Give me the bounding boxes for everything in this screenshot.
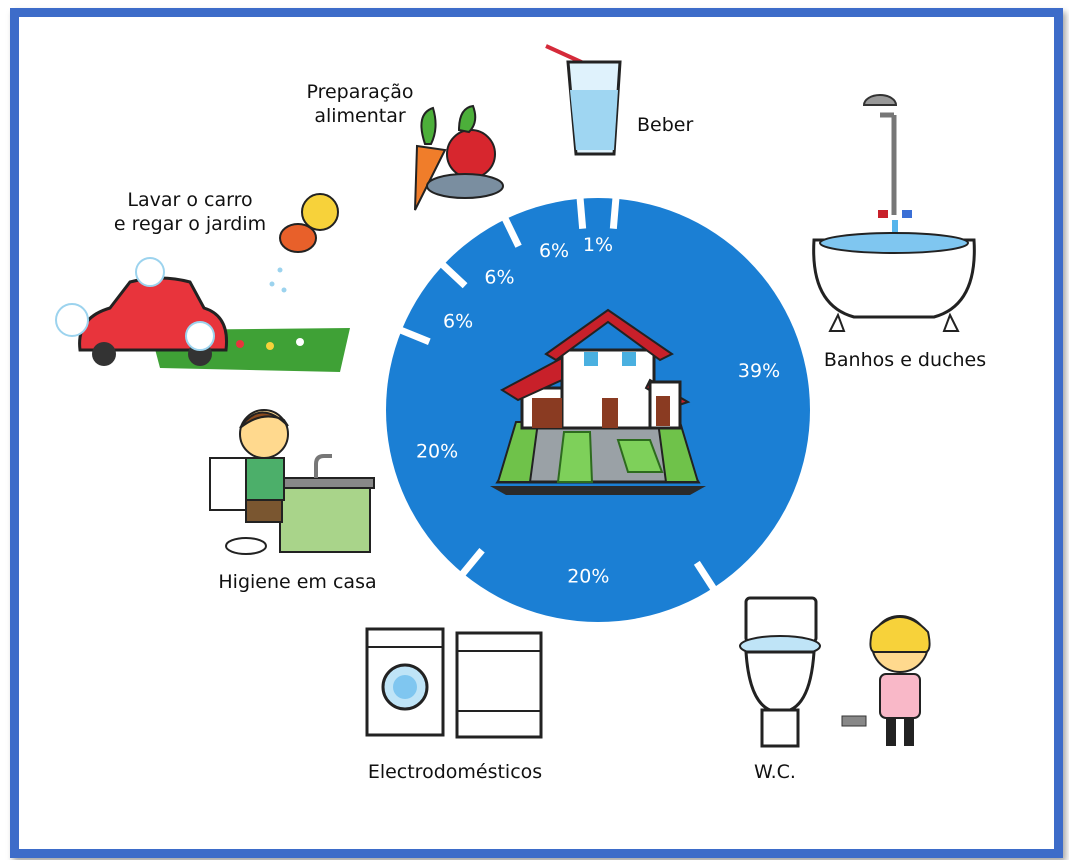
pie-percent-label: 6% bbox=[484, 266, 514, 288]
label-electrodomesticos: Electrodomésticos bbox=[367, 761, 543, 783]
pie-percent-label: 20% bbox=[416, 441, 458, 463]
label-wc: W.C. bbox=[754, 761, 796, 783]
toilet-icon bbox=[739, 596, 931, 748]
pie-percent-label: 1% bbox=[583, 234, 613, 256]
washing-machine-icon bbox=[365, 627, 445, 737]
pie-separator bbox=[458, 548, 485, 578]
pie-separator bbox=[693, 560, 718, 592]
car-garden-icon bbox=[55, 193, 350, 372]
label-banhos-e-duches: Banhos e duches bbox=[823, 349, 987, 371]
pie-separator bbox=[398, 326, 431, 345]
dishwasher-icon bbox=[455, 631, 543, 739]
pie-separator bbox=[609, 196, 620, 229]
label-beber: Beber bbox=[637, 114, 694, 136]
label-higiene-em-casa: Higiene em casa bbox=[218, 571, 377, 593]
pie-percent-label: 6% bbox=[443, 311, 473, 333]
label-preparacao-alimentar: Preparação alimentar bbox=[306, 81, 414, 127]
house-icon bbox=[490, 308, 706, 495]
bathtub-icon bbox=[812, 94, 976, 332]
glass-icon bbox=[545, 44, 622, 156]
sink-icon bbox=[209, 409, 375, 555]
pie-percent-label: 20% bbox=[567, 566, 609, 588]
pie-percent-label: 6% bbox=[539, 240, 569, 262]
label-lavar-o-carro: Lavar o carro e regar o jardim bbox=[113, 189, 267, 235]
pie-separator bbox=[439, 261, 468, 289]
pie-separator bbox=[576, 196, 587, 229]
pie-percent-label: 39% bbox=[738, 360, 780, 382]
vegetables-icon bbox=[414, 104, 504, 211]
pie-separator bbox=[501, 215, 522, 248]
